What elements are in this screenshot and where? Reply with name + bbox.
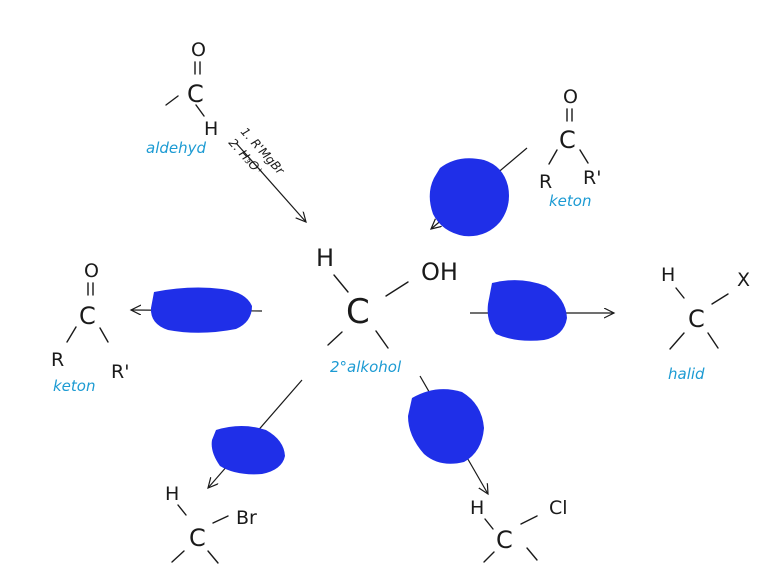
ketone-top-structure: O C R R' keton bbox=[539, 86, 601, 210]
aldehyde-o: O bbox=[191, 39, 206, 61]
redaction-scribble-right bbox=[487, 280, 567, 341]
center-bond-oh bbox=[385, 281, 409, 297]
halide-structure: H X C halid bbox=[661, 264, 750, 383]
ketone-top-r: R bbox=[539, 171, 552, 193]
bromide-c: C bbox=[189, 524, 206, 552]
ketone-top-c: C bbox=[559, 126, 576, 154]
ketone-top-label: keton bbox=[549, 192, 591, 210]
ketone-left-c: C bbox=[79, 302, 96, 330]
ketone-left-r2: R' bbox=[111, 361, 129, 383]
chloride-h: H bbox=[470, 497, 484, 519]
redaction-scribble-left bbox=[150, 287, 252, 333]
chloride-cl: Cl bbox=[549, 497, 568, 519]
chloride-structure: H C Cl bbox=[470, 497, 568, 563]
ketone-left-structure: O C R R' keton bbox=[51, 260, 129, 395]
redaction-scribble-top bbox=[429, 158, 509, 237]
redaction-scribble-bottom-left bbox=[211, 426, 285, 475]
halide-x: X bbox=[737, 269, 750, 291]
ketone-top-o: O bbox=[563, 86, 578, 108]
center-label: 2°alkohol bbox=[330, 358, 402, 376]
center-bond-right bbox=[375, 330, 389, 349]
redaction-scribble-bottom-right bbox=[408, 389, 484, 464]
bromide-br: Br bbox=[236, 507, 257, 529]
aldehyde-label: aldehyd bbox=[146, 139, 206, 157]
center-bond-h bbox=[333, 274, 349, 293]
bromide-structure: H C Br bbox=[165, 483, 257, 564]
bromide-h: H bbox=[165, 483, 179, 505]
ketone-top-r2: R' bbox=[583, 167, 601, 189]
center-h: H bbox=[316, 244, 334, 272]
halide-label: halid bbox=[668, 365, 705, 383]
center-oh: OH bbox=[421, 258, 458, 286]
chloride-c: C bbox=[496, 526, 513, 554]
aldehyde-h: H bbox=[204, 118, 218, 140]
center-alcohol: H OH C 2°alkohol bbox=[316, 244, 458, 376]
aldehyde-c: C bbox=[187, 80, 204, 108]
arrow-aldehyde-to-alcohol bbox=[235, 142, 306, 222]
ketone-left-o: O bbox=[84, 260, 99, 282]
center-c: C bbox=[346, 292, 370, 332]
halide-c: C bbox=[688, 305, 705, 333]
center-bond-left bbox=[327, 331, 343, 346]
ketone-left-label: keton bbox=[53, 377, 95, 395]
ketone-left-r: R bbox=[51, 349, 64, 371]
aldehyde-structure: O C H aldehyd bbox=[146, 39, 218, 157]
halide-h: H bbox=[661, 264, 675, 286]
